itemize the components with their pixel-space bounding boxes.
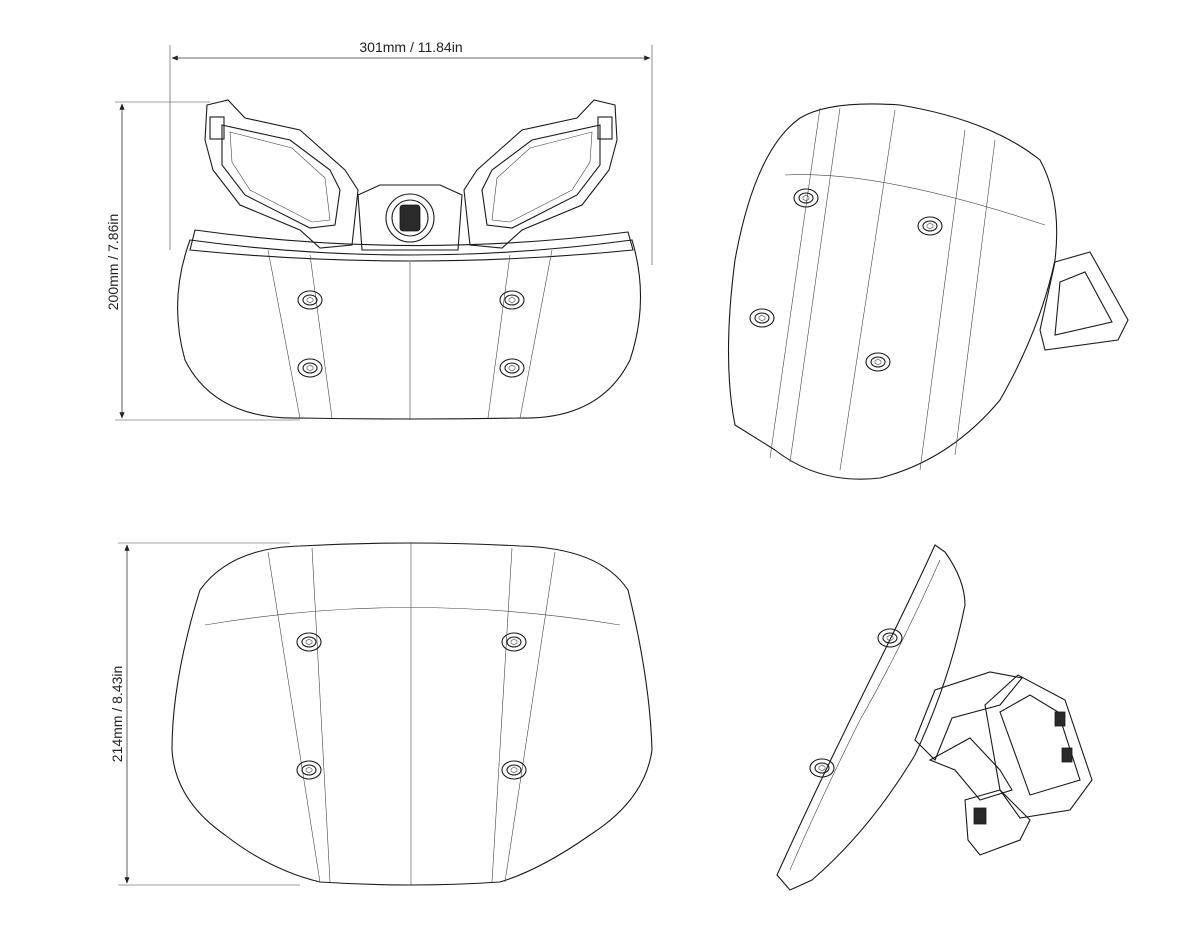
top-view	[177, 99, 642, 420]
front-height-dimension: 214mm / 8.43in	[109, 542, 300, 886]
width-label: 301mm / 11.84in	[359, 39, 462, 55]
width-dimension: 301mm / 11.84in	[169, 39, 653, 265]
height-label: 200mm / 7.86in	[105, 214, 121, 311]
side-view	[776, 544, 1093, 891]
three-quarter-view	[727, 103, 1129, 480]
front-height-label: 214mm / 8.43in	[109, 666, 125, 763]
front-view	[171, 542, 653, 886]
height-dimension: 200mm / 7.86in	[105, 101, 300, 421]
